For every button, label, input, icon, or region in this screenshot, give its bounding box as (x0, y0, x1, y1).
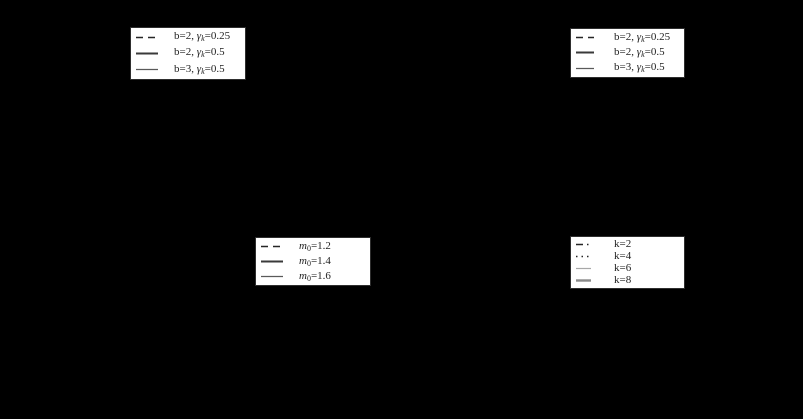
legend-entry-label: k=8 (614, 274, 632, 287)
legend-line-sample-icon (576, 65, 614, 72)
legend-line-sample-icon (576, 34, 614, 41)
legend-entry: k=2 (571, 238, 684, 250)
legend-line-sample-icon (261, 243, 299, 250)
legend-top-left: b=2, γk=0.25 b=2, γk=0.5 b=3, γk=0.5 (130, 27, 246, 80)
legend-entry-label: k=2 (614, 237, 632, 250)
legend-entry: b=2, γk=0.5 (131, 47, 245, 60)
legend-line-sample-icon (136, 66, 174, 73)
legend-line-sample-icon (136, 34, 174, 41)
legend-entry-label: m0=1.2 (299, 239, 331, 253)
legend-line-sample-icon (576, 277, 614, 284)
legend-line-sample-icon (261, 273, 299, 280)
legend-entry-label: m0=1.4 (299, 254, 331, 268)
legend-entry: k=8 (571, 275, 684, 287)
legend-entry: b=3, γk=0.5 (131, 63, 245, 76)
legend-line-sample-icon (261, 258, 299, 265)
legend-entry: m0=1.6 (256, 270, 370, 283)
legend-entry: b=2, γk=0.5 (571, 46, 684, 59)
legend-entry: m0=1.4 (256, 255, 370, 268)
legend-entry-label: b=2, γk=0.5 (614, 45, 665, 59)
legend-entry-label: b=2, γk=0.25 (174, 30, 231, 44)
legend-line-sample-icon (136, 50, 174, 57)
legend-entry-label: k=4 (614, 249, 632, 262)
legend-line-sample-icon (576, 49, 614, 56)
legend-entry: b=3, γk=0.5 (571, 62, 684, 75)
legend-entry: b=2, γk=0.25 (571, 31, 684, 44)
legend-line-sample-icon (576, 241, 614, 248)
legend-entry: k=6 (571, 263, 684, 275)
legend-entry-label: b=2, γk=0.25 (614, 30, 671, 44)
legend-entry: m0=1.2 (256, 240, 370, 253)
legend-line-sample-icon (576, 265, 614, 272)
legend-entry-label: m0=1.6 (299, 269, 331, 283)
legend-entry-label: b=3, γk=0.5 (614, 61, 665, 75)
legend-entry-label: b=3, γk=0.5 (174, 62, 225, 76)
legend-entry: k=4 (571, 250, 684, 262)
legend-entry-label: b=2, γk=0.5 (174, 46, 225, 60)
legend-line-sample-icon (576, 253, 614, 260)
legend-entry: b=2, γk=0.25 (131, 31, 245, 44)
legend-entry-label: k=6 (614, 262, 632, 275)
